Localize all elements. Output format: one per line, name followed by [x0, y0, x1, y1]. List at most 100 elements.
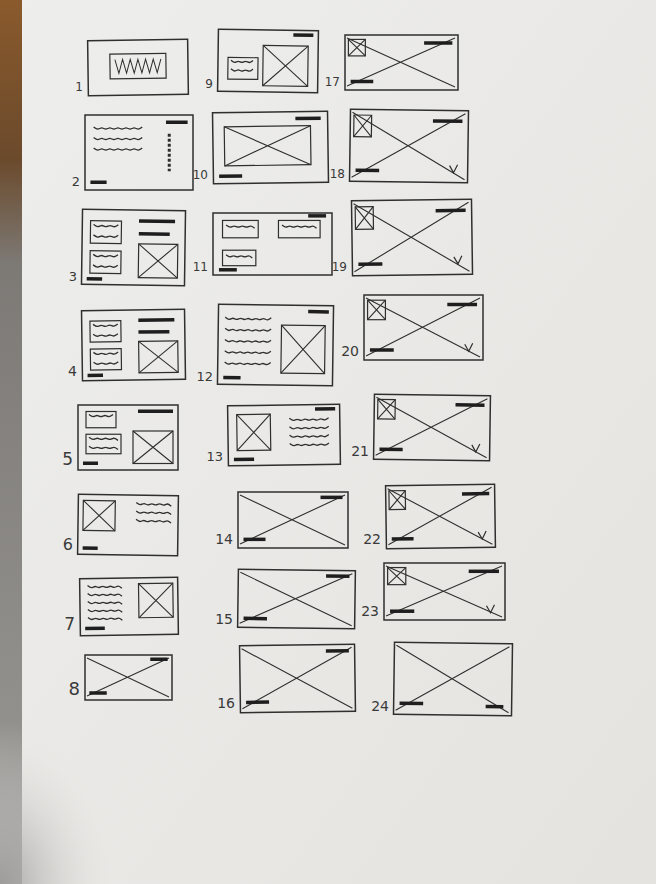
bar-mark	[234, 457, 254, 461]
text-panel	[223, 250, 256, 266]
image-cross	[347, 38, 455, 87]
frame-border	[384, 563, 505, 620]
storyboard-frame	[374, 394, 491, 461]
text-squiggle	[88, 585, 122, 589]
frame-border	[78, 494, 179, 555]
text-squiggle	[225, 362, 271, 365]
text-squiggle	[89, 437, 118, 440]
image-cross	[352, 112, 466, 180]
storyboard-frame	[384, 563, 505, 620]
storyboard-frame	[240, 644, 356, 713]
text-squiggle	[231, 69, 253, 71]
frame-number: 7	[64, 616, 75, 633]
placeholder-cross	[224, 126, 311, 166]
bar-mark	[462, 492, 489, 496]
storyboard-frame	[218, 29, 319, 92]
placeholder-cross	[389, 491, 406, 510]
placeholder-cross	[263, 45, 309, 86]
bar-mark	[139, 219, 175, 223]
frame-number: 6	[63, 537, 73, 553]
storyboard-frame	[238, 492, 348, 548]
bar-mark	[138, 318, 174, 322]
frame-number: 15	[215, 612, 233, 626]
text-panel	[110, 53, 166, 79]
text-squiggle	[93, 254, 118, 256]
frame-number: 4	[68, 364, 77, 378]
image-cross	[354, 202, 470, 273]
image-cross	[240, 572, 353, 626]
scroll-bar	[168, 134, 171, 172]
text-squiggle	[290, 435, 329, 438]
frame-border	[82, 309, 186, 380]
frame-number: 10	[193, 169, 208, 181]
text-squiggle	[94, 224, 119, 226]
image-cross	[87, 658, 169, 697]
text-squiggle	[94, 137, 143, 139]
bar-mark	[447, 303, 477, 307]
text-squiggle	[282, 225, 317, 228]
text-panel	[90, 251, 121, 274]
placeholder-cross	[355, 207, 373, 230]
frame-number: 3	[69, 270, 77, 283]
storyboard-frame	[213, 213, 332, 275]
frame-number: 24	[371, 699, 389, 713]
bar-mark	[308, 214, 326, 218]
image-cross	[366, 298, 480, 357]
bar-mark	[486, 705, 504, 709]
frame-number: 2	[72, 175, 80, 188]
text-squiggle	[231, 60, 253, 62]
storyboard-frame	[81, 209, 185, 285]
placeholder-cross	[368, 300, 386, 320]
frame-border	[350, 109, 469, 183]
text-squiggle	[93, 324, 118, 326]
frame-number: 12	[196, 370, 213, 383]
frame-border	[364, 295, 483, 360]
text-squiggle	[88, 601, 122, 605]
storyboard-frame	[238, 569, 356, 629]
text-squiggle	[136, 511, 171, 515]
storyboard-frame	[364, 295, 483, 360]
image-cross	[242, 647, 353, 710]
shadow	[0, 560, 240, 884]
image-placeholder	[348, 39, 365, 56]
bar-mark	[315, 407, 335, 411]
text-squiggle	[94, 362, 119, 364]
text-squiggle	[136, 519, 171, 523]
placeholder-cross	[348, 39, 365, 56]
bar-mark	[139, 232, 170, 236]
frame-number: 21	[351, 444, 369, 458]
bar-mark	[293, 33, 313, 37]
bar-mark	[246, 700, 269, 704]
bar-mark	[433, 119, 463, 123]
image-placeholder	[133, 431, 173, 464]
text-panel	[223, 220, 259, 237]
frame-number: 22	[363, 532, 381, 546]
bar-mark	[424, 41, 452, 45]
text-squiggle	[289, 426, 328, 429]
frame-border	[88, 39, 189, 95]
text-squiggle	[290, 443, 329, 446]
image-placeholder	[378, 399, 396, 419]
frame-number: 11	[193, 261, 208, 273]
bar-mark	[88, 374, 103, 378]
text-squiggle	[225, 317, 271, 320]
placeholder-cross	[237, 414, 271, 450]
bar-mark	[83, 462, 98, 466]
image-placeholder	[388, 568, 406, 585]
frame-border	[81, 209, 185, 285]
bar-mark	[436, 208, 466, 212]
bar-mark	[358, 262, 382, 266]
bar-mark	[326, 649, 349, 653]
bar-mark	[308, 310, 329, 314]
image-placeholder	[224, 126, 311, 166]
text-squiggle	[226, 225, 255, 228]
frame-border	[78, 405, 178, 470]
image-placeholder	[237, 414, 271, 450]
storyboard-frame	[78, 494, 179, 555]
image-placeholder	[355, 207, 373, 230]
bar-mark	[223, 376, 240, 380]
storyboard-frame	[82, 309, 186, 380]
